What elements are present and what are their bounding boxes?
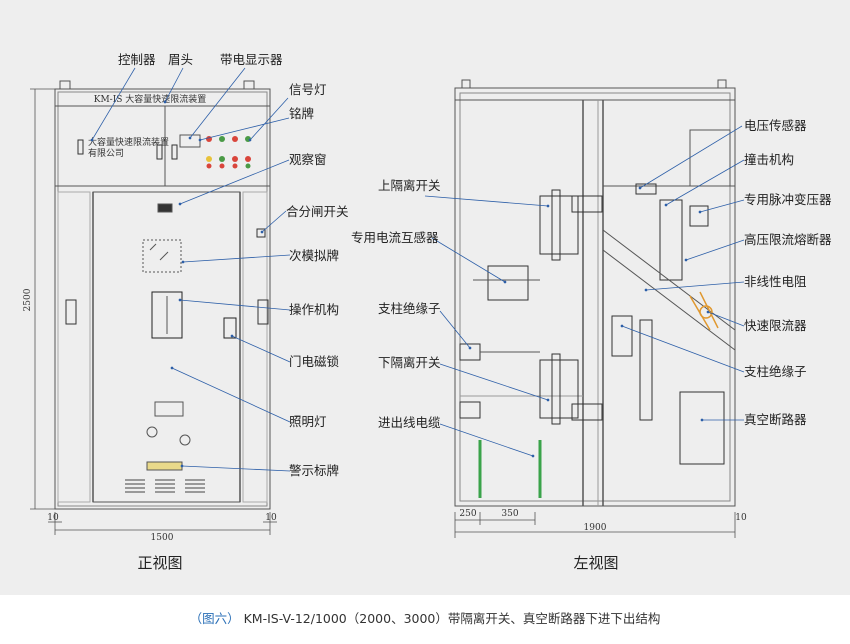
figure-caption: （图六） KM-IS-V-12/1000（2000、3000）带隔离开关、真空断… <box>0 608 850 627</box>
fast-current-limiter <box>689 291 719 331</box>
label-mimic-plate: 次模拟牌 <box>289 248 339 263</box>
label-fast-limiter: 快速限流器 <box>744 318 807 333</box>
label-post-insulator-right: 支柱绝缘子 <box>744 364 807 379</box>
label-controller: 控制器 <box>118 52 156 67</box>
label-hv-fuse: 高压限流熔断器 <box>744 232 832 247</box>
label-signal-lamp: 信号灯 <box>289 82 327 97</box>
label-lighting: 照明灯 <box>289 414 327 429</box>
technical-drawing: KM-IS 大容量快速限流装置 大容量快速限流装置 有限公司 2500 1500… <box>23 52 832 572</box>
left-dimensions <box>454 512 736 538</box>
label-striker: 撞击机构 <box>744 152 794 167</box>
label-nameplate: 铭牌 <box>289 106 314 121</box>
label-cable: 进出线电缆 <box>378 415 441 430</box>
front-labels: 控制器 眉头 带电显示器 信号灯 铭牌 观察窗 合分闸开关 次模拟牌 操作机构 … <box>118 52 349 478</box>
signal-lamps <box>206 136 251 169</box>
nameplate-line-1: 大容量快速限流装置 <box>88 136 169 148</box>
left-view-title: 左视图 <box>573 554 618 572</box>
front-dimensions <box>30 88 277 535</box>
caption-text: KM-IS-V-12/1000（2000、3000）带隔离开关、真空断路器下进下… <box>243 611 661 626</box>
dim-right-margin: 10 <box>265 513 277 523</box>
dim-left-right-margin: 10 <box>735 513 747 523</box>
front-view-title: 正视图 <box>137 554 182 572</box>
front-view-cabinet <box>54 80 271 510</box>
cables <box>478 440 542 498</box>
label-voltage-sensor: 电压传感器 <box>744 118 807 133</box>
label-door-lock: 门电磁锁 <box>289 354 340 369</box>
dim-width-left: 1900 <box>584 523 607 533</box>
label-live-indicator: 带电显示器 <box>220 52 283 67</box>
header-plate-text: KM-IS 大容量快速限流装置 <box>94 93 207 105</box>
left-labels: 上隔离开关 专用电流互感器 支柱绝缘子 下隔离开关 进出线电缆 电压传感器 撞击… <box>351 118 832 430</box>
figure-tag: （图六） <box>189 611 240 626</box>
dim-250: 250 <box>459 509 476 519</box>
label-observation-window: 观察窗 <box>289 152 327 167</box>
label-lower-isolator: 下隔离开关 <box>378 355 441 370</box>
label-current-transformer: 专用电流互感器 <box>351 230 439 245</box>
dim-width-front: 1500 <box>151 533 174 543</box>
label-post-insulator-left: 支柱绝缘子 <box>378 301 441 316</box>
label-vacuum-breaker: 真空断路器 <box>744 412 807 427</box>
label-operating-mechanism: 操作机构 <box>289 302 339 317</box>
label-nonlinear-resistor: 非线性电阻 <box>744 274 807 289</box>
label-upper-isolator: 上隔离开关 <box>378 178 441 193</box>
front-leader-lines <box>90 67 291 472</box>
label-switch: 合分闸开关 <box>286 204 349 219</box>
left-view-cabinet <box>454 79 736 507</box>
drawing-panel <box>0 0 850 595</box>
label-warning-sign: 警示标牌 <box>289 463 339 478</box>
nameplate-line-2: 有限公司 <box>88 147 124 159</box>
dim-height: 2500 <box>23 288 33 311</box>
dim-left-margin: 10 <box>47 513 59 523</box>
label-eyebrow: 眉头 <box>168 52 193 67</box>
left-leader-lines <box>424 125 745 458</box>
label-pulse-transformer: 专用脉冲变压器 <box>744 192 832 207</box>
dim-350: 350 <box>501 509 518 519</box>
